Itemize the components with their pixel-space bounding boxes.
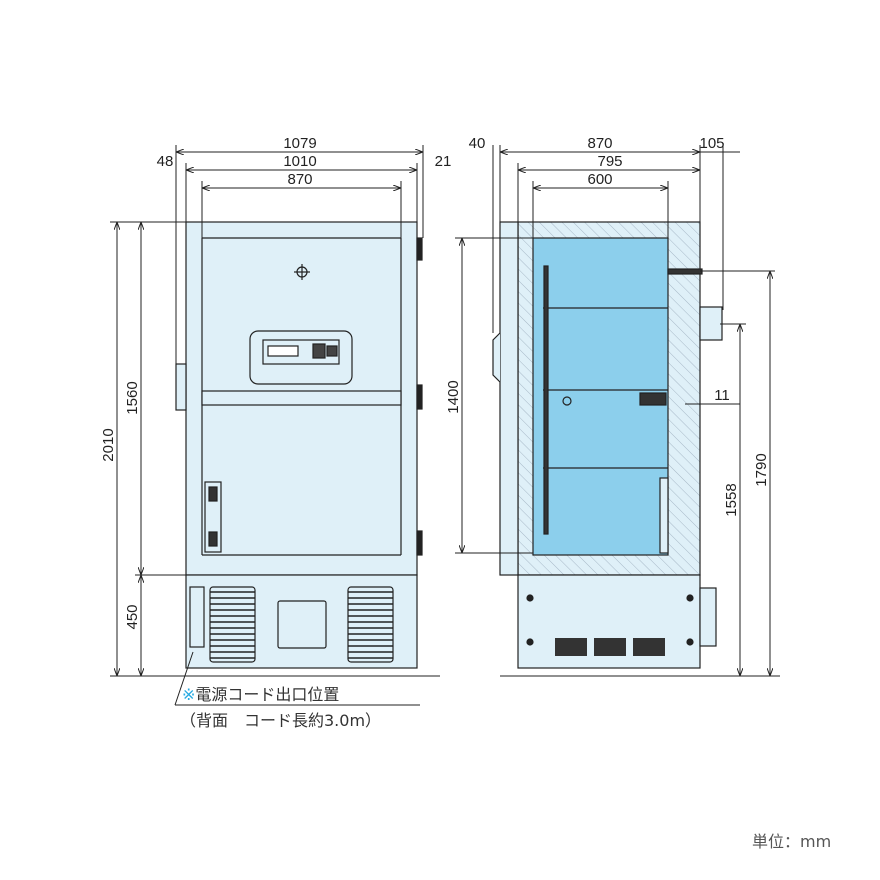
hinge-bottom [416, 530, 423, 556]
rear-outlet [699, 306, 723, 341]
cord-note-line2: （背面 コード長約3.0m） [180, 711, 381, 730]
hinge-middle [416, 384, 423, 410]
dim-inner-height: 1400 [445, 380, 462, 413]
dim-total-height: 2010 [100, 428, 117, 461]
access-panel [277, 600, 327, 649]
dim-hinge-offset: 21 [435, 153, 452, 170]
dim-outlet-height: 1558 [723, 483, 740, 516]
dim-door-thickness: 40 [469, 135, 486, 152]
lock-icon [294, 264, 310, 280]
dim-base-height: 450 [124, 604, 141, 629]
divider-panel [201, 390, 402, 406]
cord-box [189, 586, 205, 648]
vent-left [209, 586, 256, 663]
dim-inner-depth: 600 [587, 171, 612, 188]
hinge-top [416, 237, 423, 261]
dim-depth: 870 [587, 135, 612, 152]
side-vents [555, 638, 665, 656]
front-view [175, 221, 423, 669]
dim-door-inner-width: 870 [287, 171, 312, 188]
access-port [667, 268, 703, 275]
display-screen [267, 345, 299, 357]
dim-port-height: 1790 [753, 453, 770, 486]
dim-handle-offset: 48 [157, 153, 174, 170]
vent-right [347, 586, 394, 663]
port-cap [562, 396, 572, 406]
door-handle-side [492, 332, 501, 383]
dim-cabinet-height: 1560 [124, 381, 141, 414]
drawer [659, 477, 669, 554]
door-side [499, 221, 519, 576]
keypad [312, 343, 326, 359]
dim-body-depth: 795 [597, 153, 622, 170]
rear-box [699, 587, 717, 647]
sensor-box [639, 392, 667, 406]
dimension-lines [110, 145, 775, 706]
door-handle [175, 363, 187, 411]
dim-rear-protrusion: 105 [699, 135, 724, 152]
vent-slats: (function(){const g=document.currentScri… [210, 591, 393, 659]
dim-overall-width: 1079 [283, 135, 316, 152]
shelf-rail [543, 265, 549, 535]
cord-note-line1: ※電源コード出口位置 [182, 685, 339, 704]
unit-label: 単位：mm [752, 832, 832, 851]
dim-body-width: 1010 [283, 153, 316, 170]
dim-clearance: 11 [714, 387, 730, 404]
side-view [492, 221, 723, 669]
note-mark: ※ [182, 685, 195, 704]
